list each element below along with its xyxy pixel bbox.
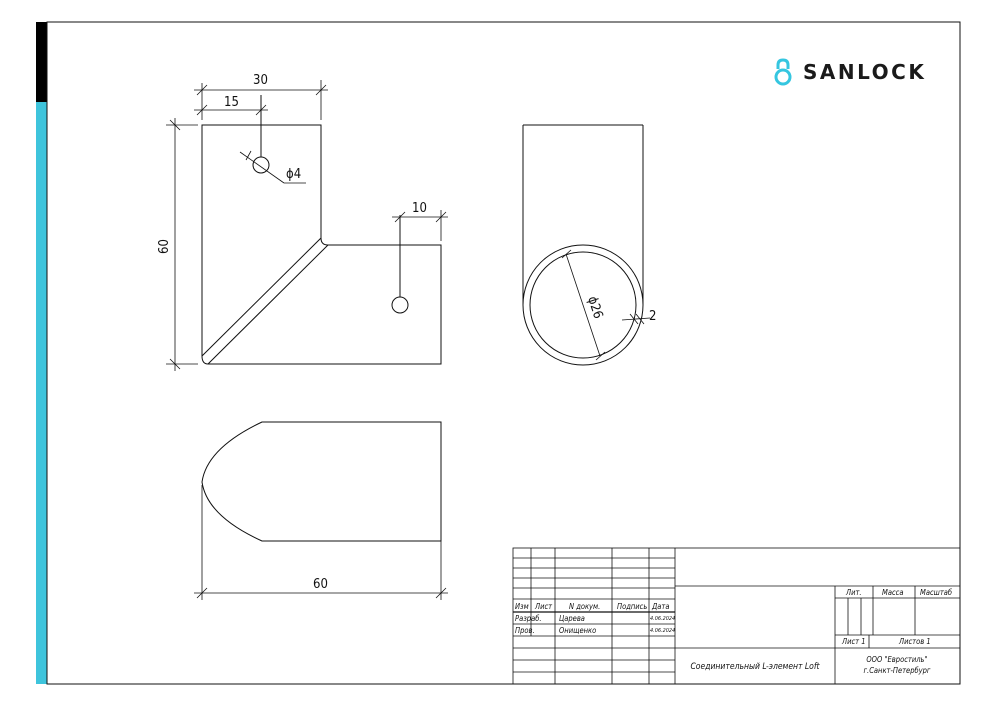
tb-header-ndoc: N докум. [569, 602, 600, 611]
top-view [201, 421, 442, 542]
tb-header-izm: Изм [515, 602, 529, 611]
tb-header-date: Дата [651, 602, 669, 611]
tb-razrab-date: 4.06.2024 [650, 616, 675, 622]
tb-city: г.Санкт-Петербург [864, 666, 931, 675]
drawing-frame [46, 21, 961, 685]
tb-massa: Масса [882, 588, 904, 597]
title-block [512, 547, 961, 685]
tb-razrab-label: Разраб. [515, 614, 542, 623]
top-view-outline [201, 421, 442, 542]
tb-lit: Лит. [845, 588, 862, 597]
tube-outer [522, 244, 644, 366]
dimension-hole-diameter [239, 150, 306, 184]
dimension-top-width [194, 80, 328, 120]
dimension-height [166, 118, 198, 371]
dimension-hole-diameter-label: ϕ4 [286, 167, 301, 182]
dimension-right-hole-offset-label: 10 [412, 201, 427, 216]
bend-line-inner [207, 244, 329, 365]
accent-bar [36, 102, 47, 684]
side-view [522, 124, 644, 366]
front-view-outline [201, 124, 442, 365]
dimension-hole-offset-label: 15 [224, 95, 239, 110]
dimension-wall-thickness [621, 313, 651, 325]
hole-right [391, 296, 409, 314]
dimension-tube-diameter-label: ϕ26 [584, 295, 605, 321]
front-view [201, 95, 442, 365]
dimension-bottom-width-label: 60 [313, 577, 328, 592]
dimension-right-hole-offset [392, 210, 448, 241]
tb-prov-date: 4.06.2024 [650, 628, 675, 634]
dimension-bottom-width [194, 485, 448, 600]
dimension-hole-offset [194, 104, 268, 116]
dimension-wall-thickness-label: 2 [649, 309, 656, 324]
tb-prov-label: Пров. [515, 626, 535, 635]
corner-block [36, 22, 47, 102]
tb-header-sign: Подпись [617, 602, 647, 611]
tb-sheets: Листов 1 [898, 637, 931, 646]
tb-sheet: Лист 1 [841, 637, 866, 646]
tb-prov-name: Онищенко [559, 626, 596, 635]
tb-header-list: Лист [534, 602, 553, 611]
dimension-tube-diameter [561, 249, 606, 361]
dimension-top-width-label: 30 [253, 73, 268, 88]
tube-inner [529, 251, 637, 359]
brand-name: SANLOCK [803, 60, 927, 84]
bend-line-outer [201, 237, 322, 357]
dimension-height-label: 60 [157, 239, 172, 254]
tb-part-name: Соединительный L-элемент Loft [690, 662, 820, 672]
tb-razrab-name: Царева [559, 614, 585, 623]
tb-masshtab: Масштаб [920, 588, 952, 597]
padlock-icon [774, 58, 792, 86]
tb-company: ООО "Евростиль" [866, 655, 927, 664]
brand-logo: SANLOCK [773, 52, 926, 92]
